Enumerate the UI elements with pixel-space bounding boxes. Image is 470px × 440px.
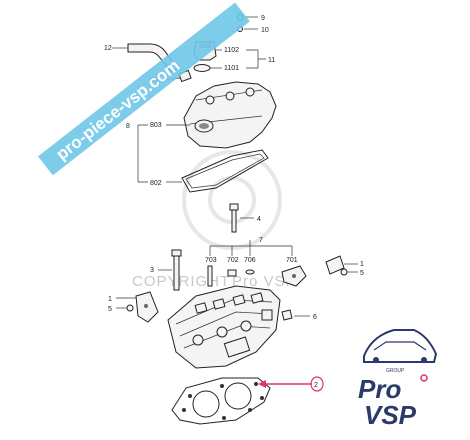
nut-part-702 <box>227 269 237 277</box>
bracket-7 <box>209 240 293 256</box>
label-803: 803 <box>150 122 162 129</box>
label-5-right: 5 <box>360 270 364 277</box>
plate-part-701 <box>281 265 307 287</box>
copyright-watermark <box>182 150 282 250</box>
label-2: 2 <box>314 382 318 389</box>
logo-vsp-text: VSP <box>364 400 417 430</box>
bolt-part-6 <box>281 309 310 321</box>
washer-part-706 <box>245 269 255 275</box>
screw-part-5-left <box>116 304 134 312</box>
label-12: 12 <box>104 45 112 52</box>
label-701: 701 <box>286 257 298 264</box>
stud-part-703 <box>207 265 213 287</box>
label-7: 7 <box>259 237 263 244</box>
bracket-8 <box>137 124 148 183</box>
bracket-part-1-right <box>325 255 358 275</box>
label-706: 706 <box>244 257 256 264</box>
screw-part-5-right <box>340 268 358 276</box>
label-10: 10 <box>261 27 269 34</box>
label-9: 9 <box>261 15 265 22</box>
cylinder-head-part <box>167 285 281 369</box>
label-802: 802 <box>150 180 162 187</box>
label-8: 8 <box>126 123 130 130</box>
rocker-cover-part <box>183 81 277 149</box>
bracket-part-1-left <box>116 291 159 323</box>
label-1102: 1102 <box>224 47 239 54</box>
label-5-left: 5 <box>108 306 112 313</box>
banner-text: pro-piece-vsp.com <box>53 56 184 164</box>
watermark-copyright-text: COPYRIGHT <box>132 273 230 290</box>
label-3: 3 <box>150 267 154 274</box>
bolt-part-4 <box>229 203 254 233</box>
watermark-brand-text: Pro VSP <box>232 273 297 290</box>
head-gasket-part <box>171 377 271 425</box>
highlight-arrow <box>258 376 324 392</box>
bolt-part-3 <box>158 249 182 291</box>
label-1101: 1101 <box>224 65 239 72</box>
label-703: 703 <box>205 257 217 264</box>
label-4: 4 <box>257 216 261 223</box>
label-11: 11 <box>268 57 275 64</box>
label-702: 702 <box>227 257 239 264</box>
label-6: 6 <box>313 314 317 321</box>
bracket-11 <box>246 49 266 69</box>
logo-pro-text: Pro <box>358 374 401 404</box>
o-ring-part <box>193 64 222 72</box>
cover-gasket-part <box>181 149 269 193</box>
label-1-left: 1 <box>108 296 112 303</box>
provsp-logo: GROUP Pro VSP <box>358 329 438 430</box>
label-1-right: 1 <box>360 261 364 268</box>
logo-group-text: GROUP <box>386 368 405 374</box>
